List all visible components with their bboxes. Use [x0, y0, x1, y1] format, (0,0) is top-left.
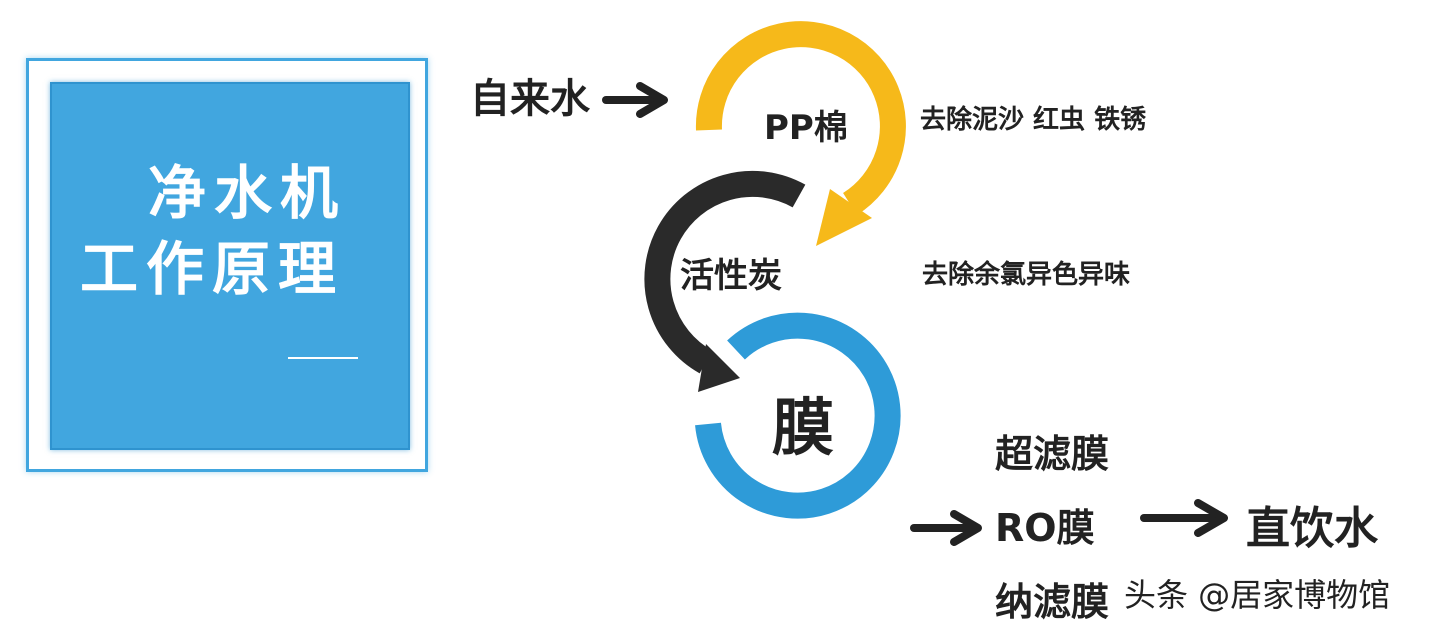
membrane-ring [695, 312, 901, 519]
output-arrow [1140, 499, 1228, 537]
stage-pp-description: 去除泥沙 红虫 铁锈 [920, 105, 1147, 135]
title-card [50, 82, 410, 450]
stage-membrane-label: 膜 [772, 391, 835, 464]
membrane-type-nf: 纳滤膜 [995, 580, 1110, 624]
membrane-type-ro: RO膜 [995, 506, 1095, 550]
watermark: 头条 @居家博物馆 [1124, 576, 1391, 614]
title-line-2: 工作原理 [80, 235, 345, 303]
pp-ring [695, 21, 906, 246]
input-arrow [602, 82, 668, 118]
stage-carbon-label: 活性炭 [680, 256, 782, 296]
carbon-ring [644, 170, 806, 392]
input-label: 自来水 [470, 76, 590, 122]
membrane-arrow [910, 510, 982, 546]
title-line-1: 净水机 [148, 159, 347, 227]
membrane-type-uf: 超滤膜 [995, 432, 1110, 476]
stage-carbon-description: 去除余氯异色异味 [922, 260, 1131, 290]
output-label: 直饮水 [1246, 503, 1378, 554]
stage-pp-label: PP棉 [764, 108, 848, 148]
title-underline [288, 357, 358, 359]
